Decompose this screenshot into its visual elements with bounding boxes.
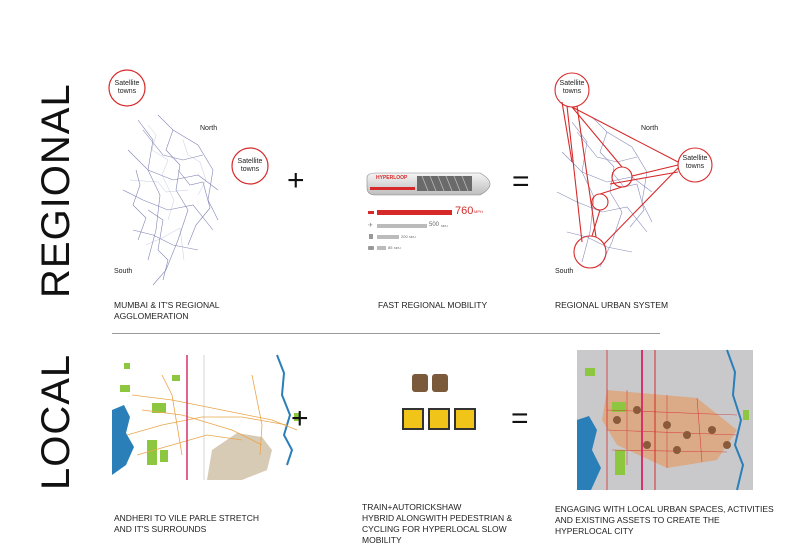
caption-line: CYCLING FOR HYPERLOCAL SLOW MOBILITY <box>362 524 507 545</box>
speed-bar <box>377 246 386 250</box>
caption-mumbai: MUMBAI & IT'S REGIONAL AGGLOMERATION <box>114 300 220 321</box>
caption-hyperlocal: ENGAGING WITH LOCAL URBAN SPACES, ACTIVI… <box>555 504 774 536</box>
equals-operator: = <box>511 402 529 435</box>
satellite-label: Satellite towns <box>237 158 263 173</box>
speed-unit: MPH <box>441 224 448 228</box>
speed-value: 500 <box>429 222 440 228</box>
plane-icon: ✈ <box>368 223 374 229</box>
plus-operator: + <box>287 164 305 197</box>
autorickshaw-icon <box>428 408 450 430</box>
speed-bar <box>377 210 452 215</box>
south-label: South <box>555 268 574 275</box>
caption-regional-system: REGIONAL URBAN SYSTEM <box>555 300 669 310</box>
speed-unit: MPH <box>394 246 401 250</box>
speed-chart: 760 MPH ✈ 500 MPH 200 MPH 85 MPH <box>368 205 488 260</box>
hyperloop-icon <box>368 211 374 214</box>
autorickshaw-icon <box>402 408 424 430</box>
north-label: North <box>641 125 659 132</box>
speed-value: 760 <box>455 205 474 217</box>
train-icon <box>432 374 448 392</box>
speed-value: 85 <box>388 245 393 250</box>
train-icon <box>412 374 428 392</box>
autorickshaw-icon <box>454 408 476 430</box>
hyperlocal-city-map <box>577 349 753 491</box>
section-label-local: LOCAL <box>34 353 78 490</box>
speed-bar <box>377 224 427 228</box>
satellite-label: Satellite towns <box>114 80 140 95</box>
speed-value: 200 <box>401 234 408 239</box>
train-icon <box>369 234 373 239</box>
transport-icons <box>396 374 476 434</box>
caption-fast-mobility: FAST REGIONAL MOBILITY <box>378 300 488 310</box>
caption-line: TRAIN+AUTORICKSHAW <box>362 502 462 512</box>
regional-system-map <box>554 72 713 269</box>
equals-operator: = <box>512 165 530 198</box>
satellite-label: Satellite towns <box>682 155 708 170</box>
mumbai-network-map <box>122 114 219 286</box>
hyperloop-brand: HYPERLOOP <box>376 175 408 181</box>
section-label-regional: REGIONAL <box>34 83 78 298</box>
satellite-town-marker <box>231 147 269 185</box>
andheri-vile-parle-map <box>112 354 302 480</box>
section-divider <box>112 333 660 334</box>
caption-hybrid-mobility: TRAIN+AUTORICKSHAW HYBRID ALONGWITH PEDE… <box>362 502 542 546</box>
hyperloop-pod <box>366 172 491 196</box>
caption-line: HYBRID ALONGWITH PEDESTRIAN & <box>362 513 513 523</box>
car-icon <box>368 246 374 250</box>
satellite-label: Satellite towns <box>559 80 585 95</box>
speed-bar <box>377 235 399 239</box>
plus-operator: + <box>291 402 309 435</box>
satellite-town-marker <box>108 69 146 107</box>
north-label: North <box>200 125 218 132</box>
caption-andheri: ANDHERI TO VILE PARLE STRETCH AND IT'S S… <box>114 513 260 534</box>
speed-unit: MPH <box>409 235 416 239</box>
speed-unit: MPH <box>474 209 483 214</box>
south-label: South <box>114 268 133 275</box>
